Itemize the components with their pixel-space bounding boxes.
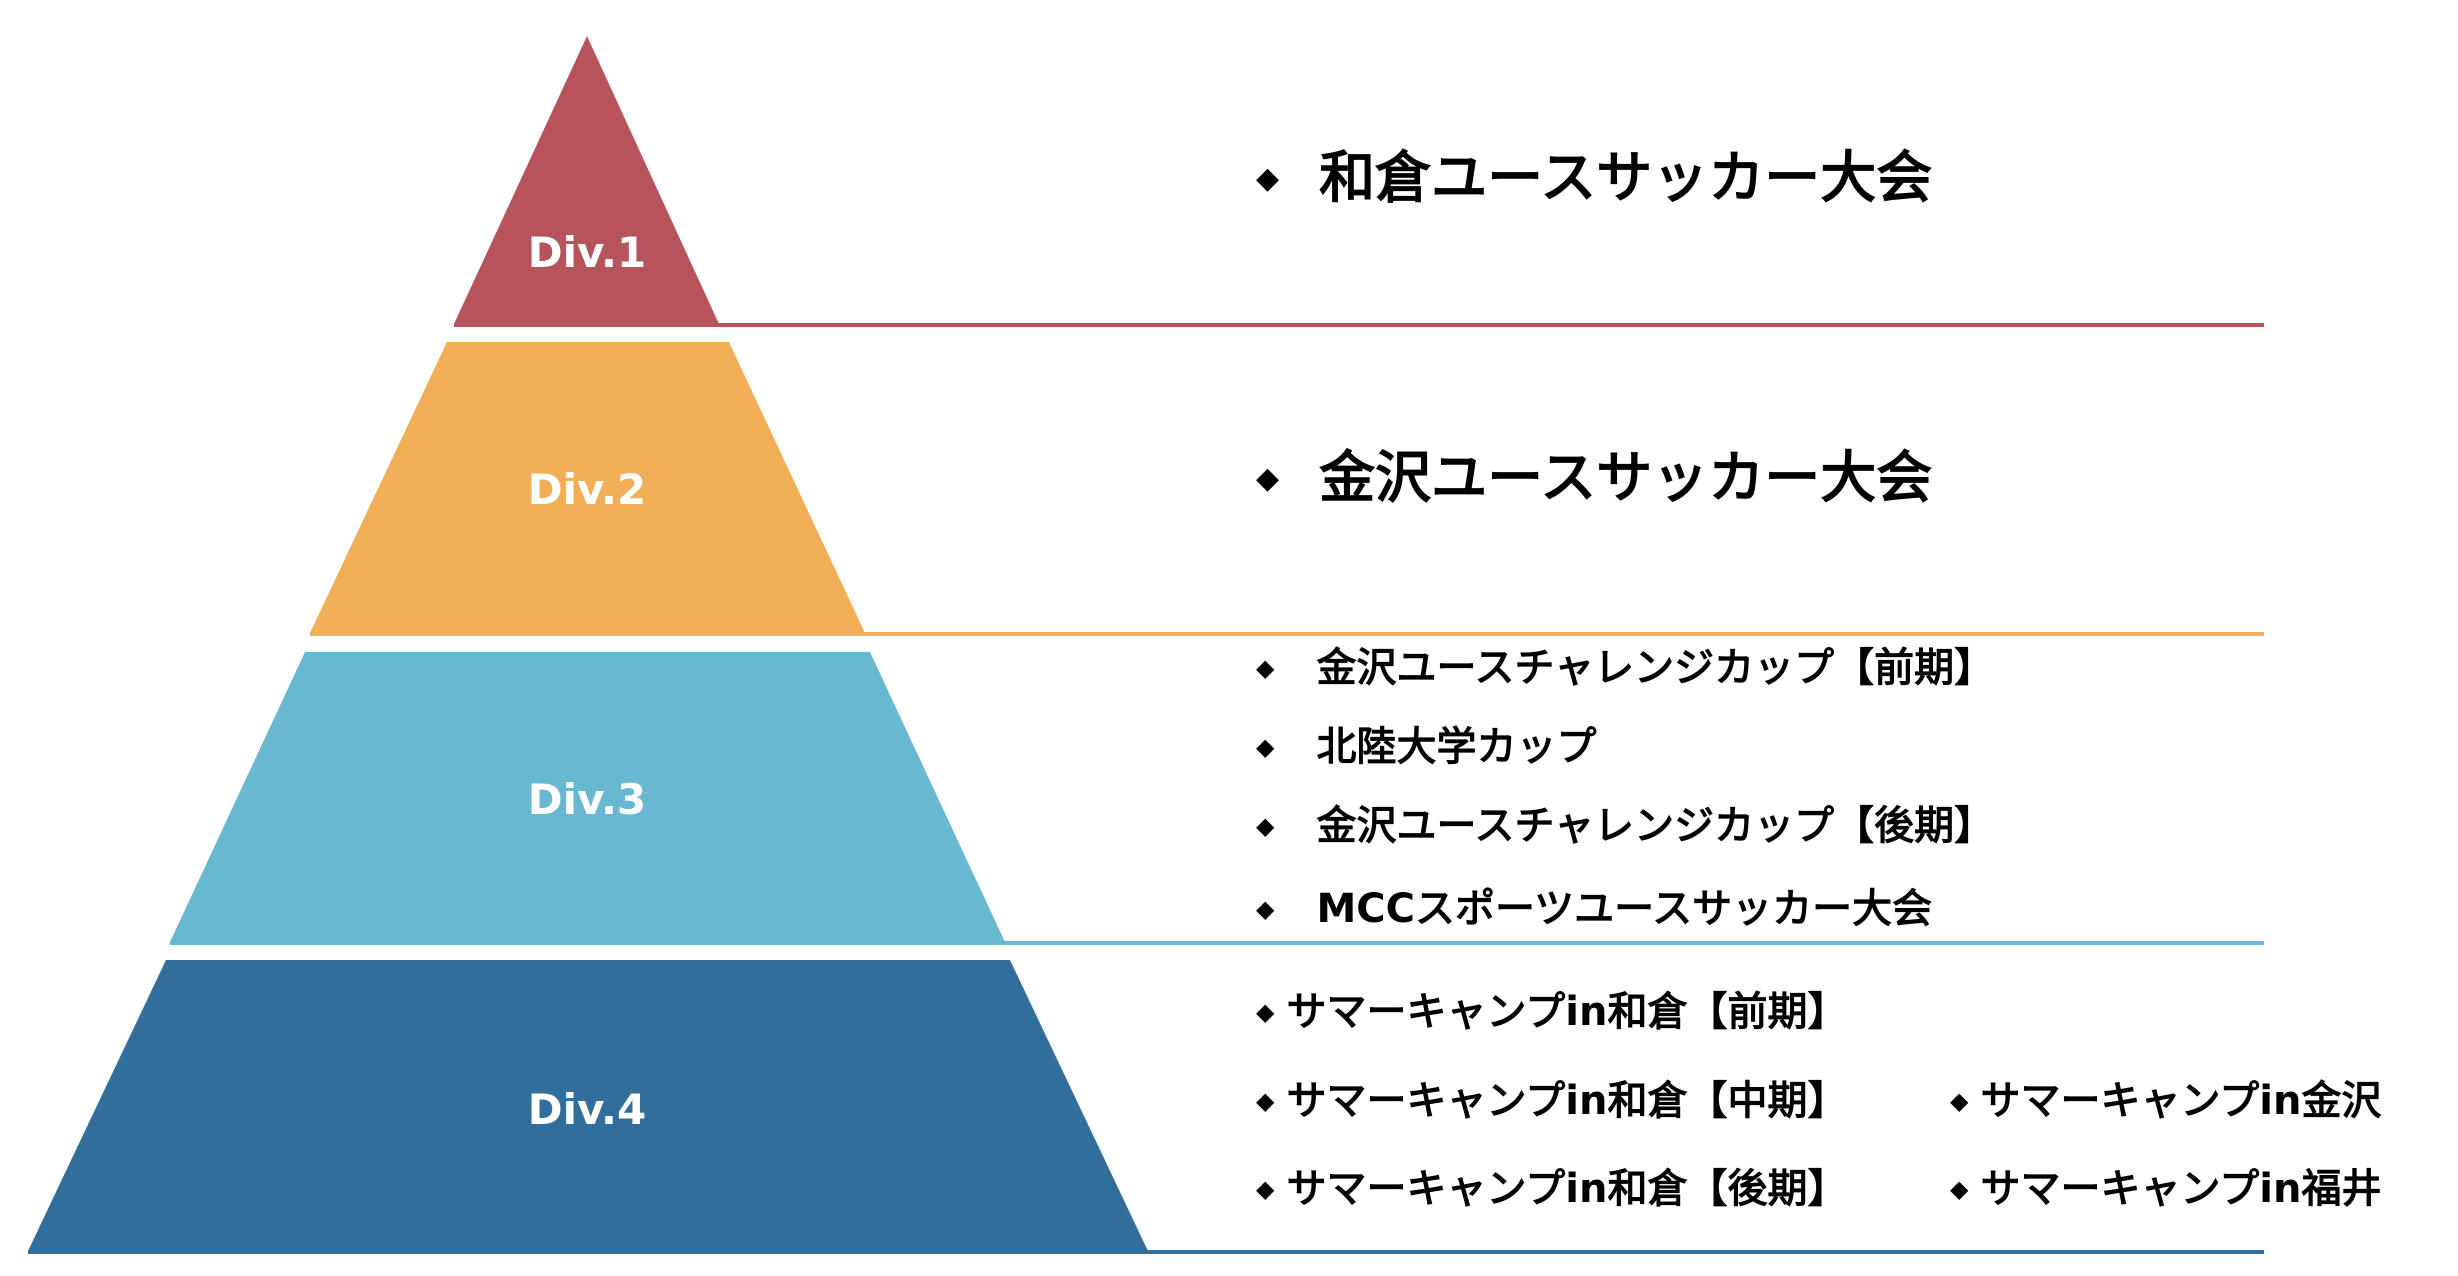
tier-4-item: ◆ サマーキャンプin和倉【前期】 (1256, 992, 1847, 1032)
tier-4-item-text: サマーキャンプin金沢 (1980, 1078, 2382, 1124)
tier-4-item: ◆ サマーキャンプin金沢 (1950, 1081, 2381, 1121)
tier-4-item: ◆ サマーキャンプin福井 (1950, 1169, 2381, 1209)
diamond-bullet-icon: ◆ (1256, 895, 1275, 923)
tier-3-item-text: 金沢ユースチャレンジカップ【前期】 (1316, 645, 1995, 691)
tier-4-item-text: サマーキャンプin福井 (1980, 1166, 2382, 1212)
tier-1-label: Div.1 (528, 228, 646, 277)
tier-3-item: ◆ 金沢ユースチャレンジカップ【前期】 (1256, 648, 1994, 688)
tier-3-item-text: 北陸大学カップ (1316, 724, 1597, 770)
tier-4-item: ◆ サマーキャンプin和倉【中期】 (1256, 1081, 1847, 1121)
diamond-bullet-icon: ◆ (1256, 998, 1275, 1026)
diamond-bullet-icon: ◆ (1256, 812, 1275, 840)
tier-2-item-text: 金沢ユースサッカー大会 (1319, 446, 1933, 511)
diamond-bullet-icon: ◆ (1256, 1087, 1275, 1115)
diamond-bullet-icon: ◆ (1256, 161, 1280, 196)
diamond-bullet-icon: ◆ (1256, 654, 1275, 682)
diamond-bullet-icon: ◆ (1950, 1175, 1969, 1203)
tier-3-item: ◆ 北陸大学カップ (1256, 727, 1596, 767)
tier-3-item-text: MCCスポーツユースサッカー大会 (1316, 886, 1933, 932)
tier-2-label: Div.2 (528, 465, 646, 514)
tier-3-item: ◆ MCCスポーツユースサッカー大会 (1256, 889, 1932, 929)
tier-3-label: Div.3 (528, 775, 646, 824)
diamond-bullet-icon: ◆ (1256, 461, 1280, 496)
diamond-bullet-icon: ◆ (1256, 733, 1275, 761)
tier-4-item-text: サマーキャンプin和倉【中期】 (1286, 1078, 1848, 1124)
diamond-bullet-icon: ◆ (1256, 1175, 1275, 1203)
tier-3-shape (170, 652, 1005, 942)
diamond-bullet-icon: ◆ (1950, 1087, 1969, 1115)
tier-4-shape (28, 960, 1148, 1251)
tier-2-shape (310, 342, 865, 633)
tier-4-item: ◆ サマーキャンプin和倉【後期】 (1256, 1169, 1847, 1209)
tier-1-item: ◆ 和倉ユースサッカー大会 (1256, 151, 1932, 207)
tier-4-item-text: サマーキャンプin和倉【前期】 (1286, 989, 1848, 1035)
tier-4-item-text: サマーキャンプin和倉【後期】 (1286, 1166, 1848, 1212)
tier-1-shape (454, 36, 719, 324)
tier-2-item: ◆ 金沢ユースサッカー大会 (1256, 451, 1932, 507)
tier-3-item-text: 金沢ユースチャレンジカップ【後期】 (1316, 803, 1995, 849)
tier-4-label: Div.4 (528, 1085, 646, 1134)
tier-3-item: ◆ 金沢ユースチャレンジカップ【後期】 (1256, 806, 1994, 846)
tier-1-item-text: 和倉ユースサッカー大会 (1319, 146, 1933, 211)
